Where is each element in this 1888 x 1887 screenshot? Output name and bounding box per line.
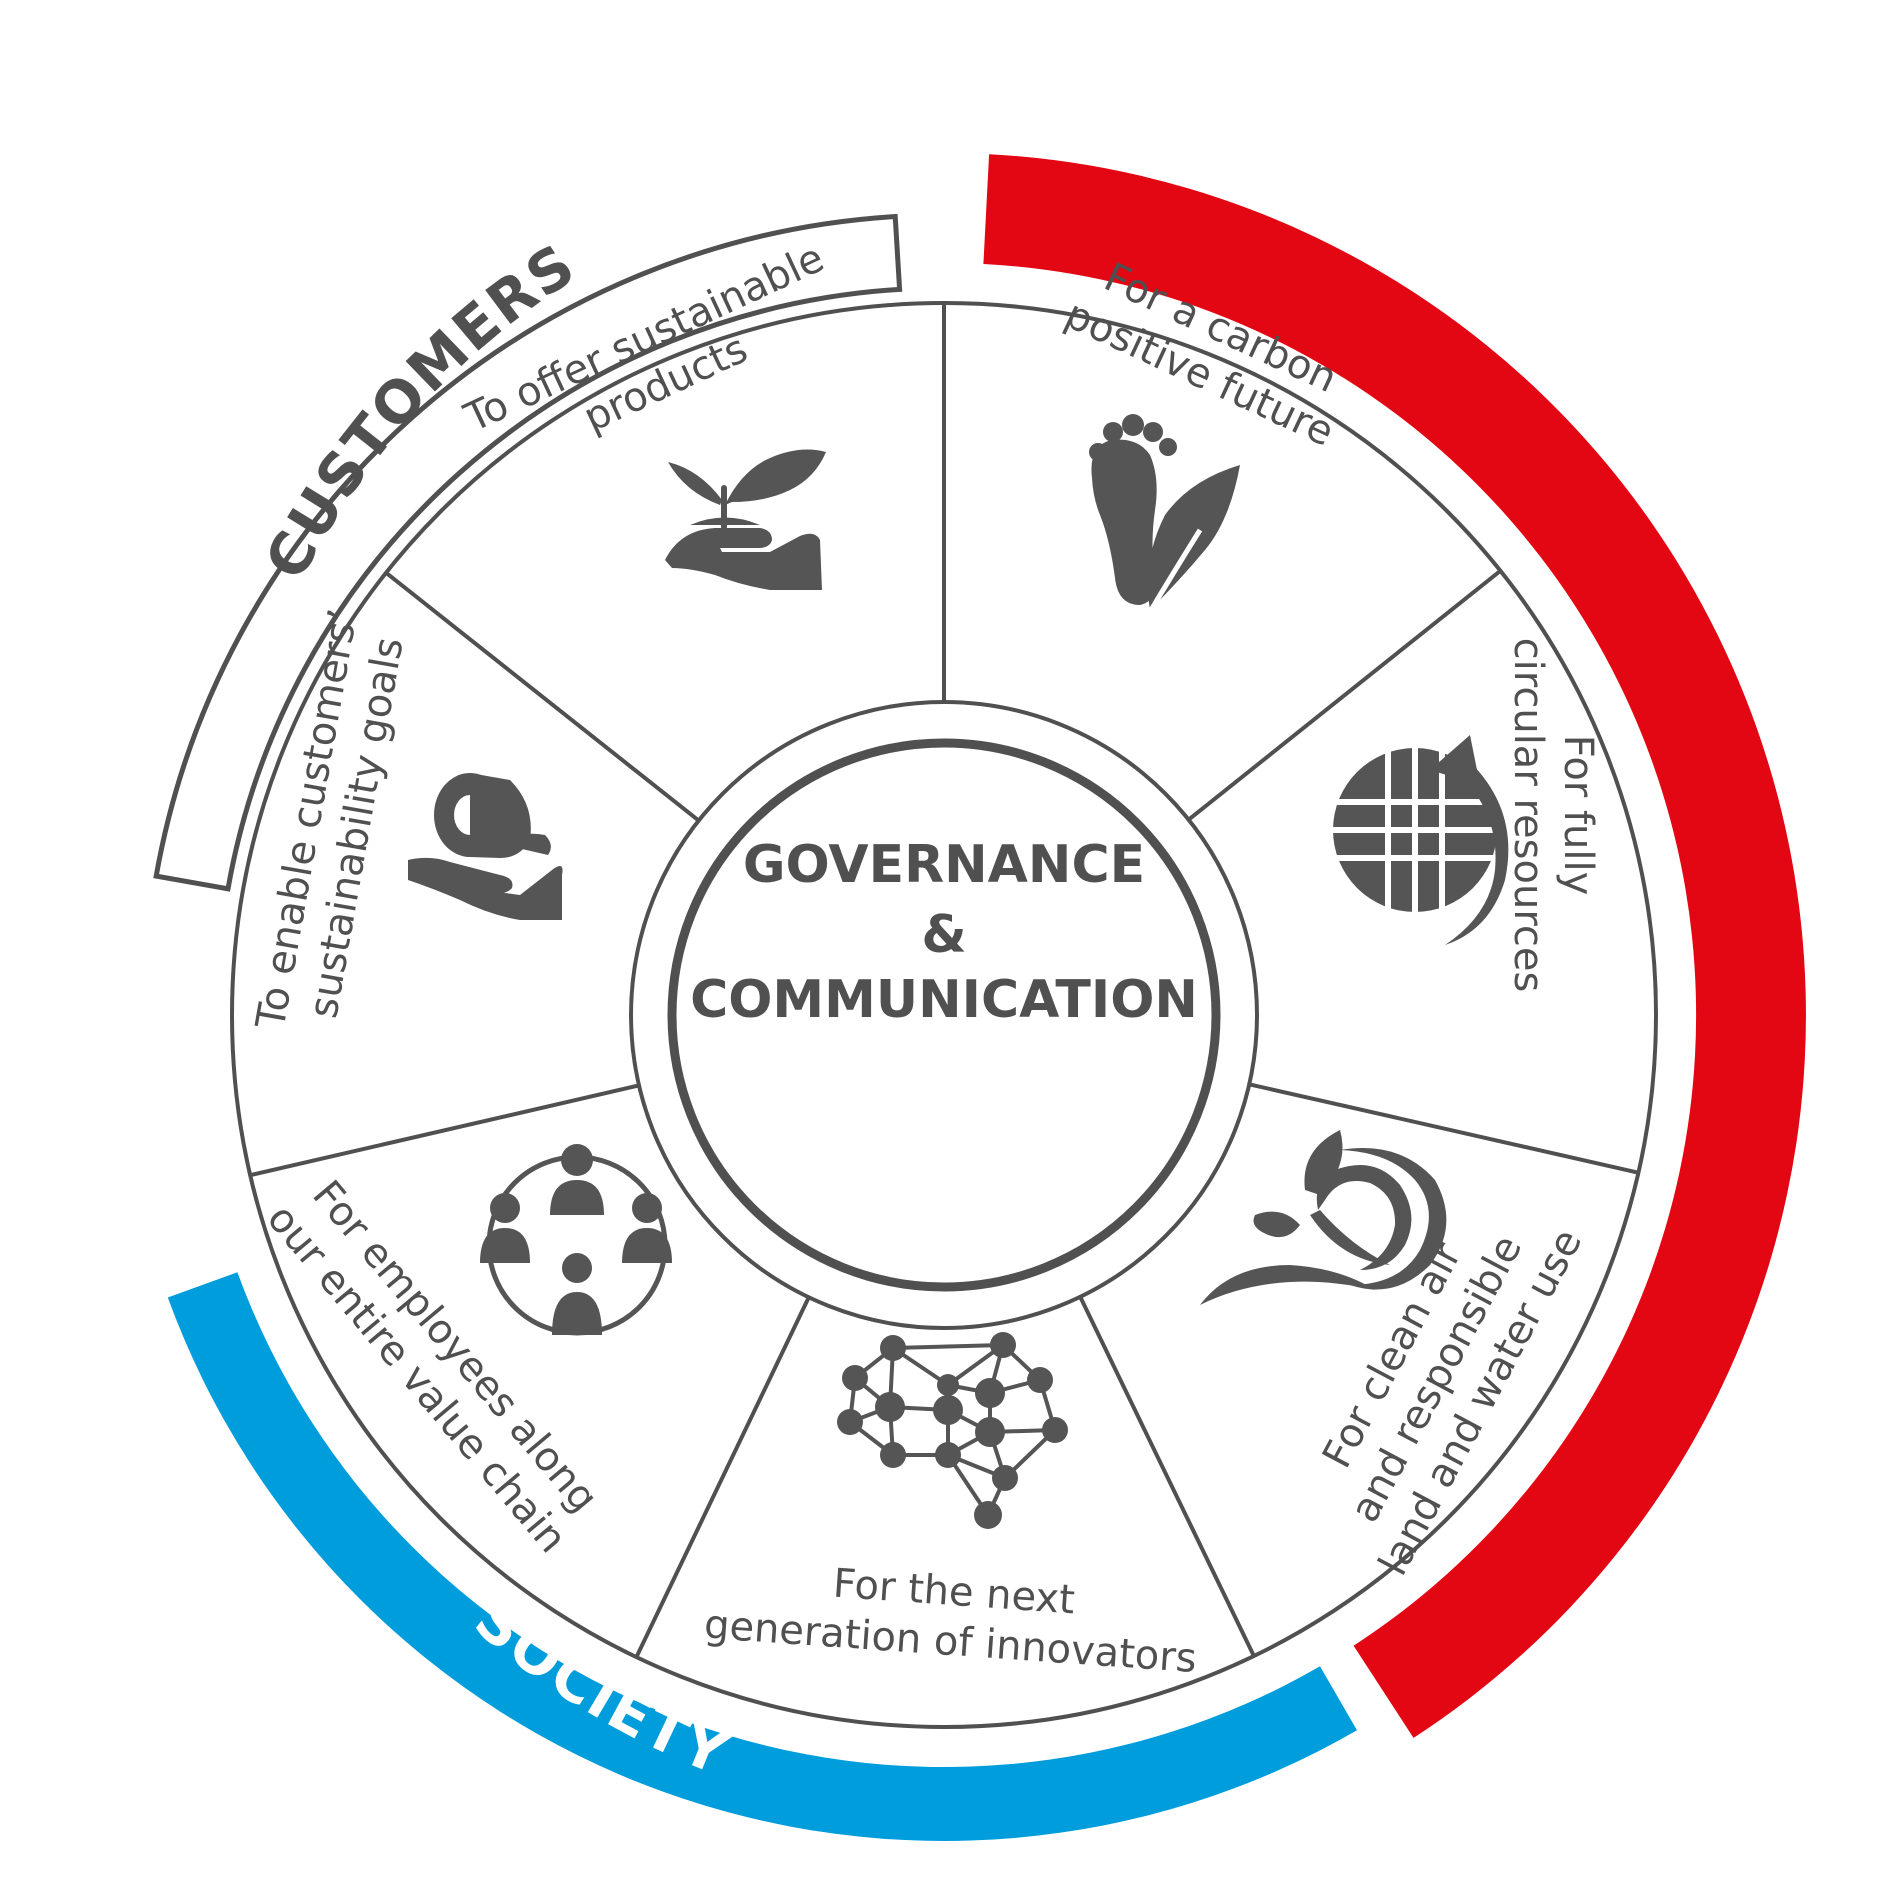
segment-circular-line-1: For fully xyxy=(1555,735,1601,896)
segment-divider-line xyxy=(1248,1082,1639,1175)
tape-hand-icon xyxy=(408,773,563,920)
inner-wheel xyxy=(230,301,1658,1729)
people-circle-icon xyxy=(480,1144,672,1336)
society-arc xyxy=(167,1272,1357,1841)
segment-divider-line xyxy=(384,571,700,823)
segment-divider-line xyxy=(1187,569,1502,822)
segment-divider-line xyxy=(1078,1295,1256,1657)
wind-water-leaf-icon xyxy=(1200,1130,1447,1305)
segment-divider-line xyxy=(634,1296,811,1658)
center-line-2: & xyxy=(921,905,966,965)
segment-dividers xyxy=(249,303,1639,1658)
plant-hand-icon xyxy=(665,449,826,590)
segment-circular-line-2: circular resources xyxy=(1505,638,1551,993)
center-title: GOVERNANCE & COMMUNICATION xyxy=(690,835,1198,1030)
segment-text-circular: For fully circular resources xyxy=(1505,638,1601,993)
customers-arc xyxy=(153,213,903,892)
network-brain-icon xyxy=(837,1332,1068,1529)
environment-arc xyxy=(983,154,1806,1738)
globe-arrow-icon xyxy=(1333,735,1509,945)
segment-divider-line xyxy=(249,1083,640,1178)
footprint-leaf-icon xyxy=(1089,414,1240,617)
center-line-1: GOVERNANCE xyxy=(743,835,1145,895)
hub-inner-ring xyxy=(667,738,1221,1292)
center-line-3: COMMUNICATION xyxy=(690,970,1198,1030)
outer-ring xyxy=(153,154,1806,1841)
